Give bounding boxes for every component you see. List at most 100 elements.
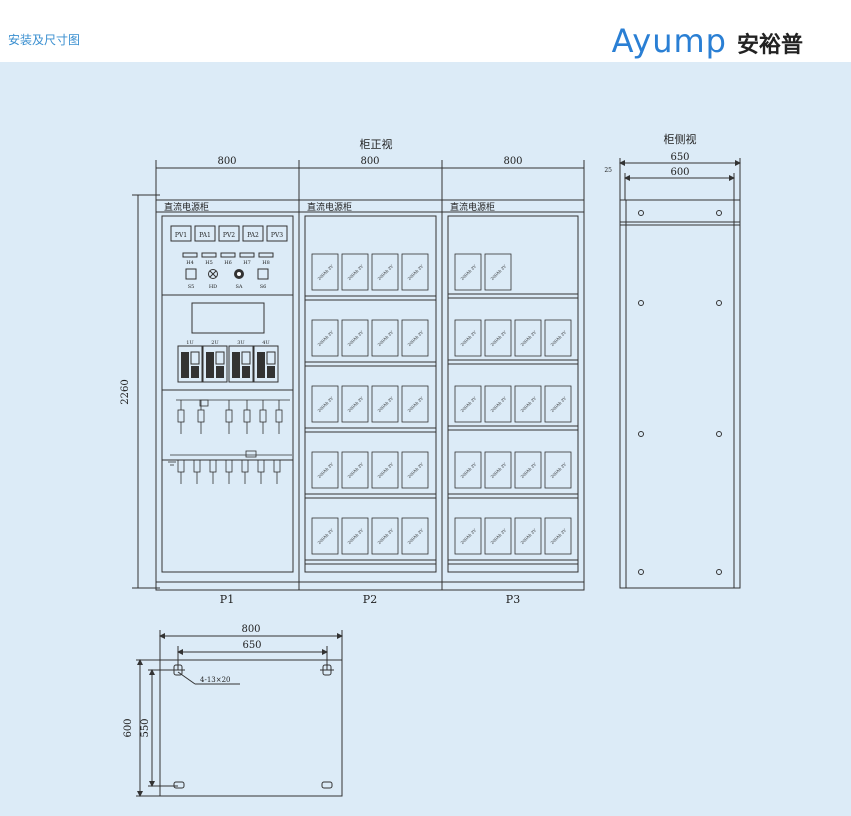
mount-hole-icon — [716, 300, 722, 306]
battery-cell — [484, 385, 512, 423]
indicator-bar — [201, 252, 217, 258]
cabinet-label-p3: 直流电源柜 — [450, 201, 495, 213]
width-dim-p1: 800 — [217, 156, 236, 167]
cabinet-label-p2: 直流电源柜 — [307, 201, 352, 213]
battery-label: 200Ah 2V — [347, 462, 365, 480]
battery-label: 200Ah 2V — [347, 330, 365, 348]
battery-label: 200Ah 2V — [347, 528, 365, 546]
battery-label: 200Ah 2V — [407, 330, 425, 348]
front-view-title: 柜正视 — [360, 137, 393, 151]
battery-cell — [371, 319, 399, 357]
battery-label: 200Ah 2V — [407, 396, 425, 414]
battery-label: 200Ah 2V — [347, 264, 365, 282]
battery-label: 200Ah 2V — [490, 330, 508, 348]
meter-pa2 — [242, 225, 264, 242]
battery-cell — [514, 517, 542, 555]
width-dim-p2: 800 — [360, 156, 379, 167]
meter-label: PV2 — [223, 232, 235, 239]
battery-label: 200Ah 2V — [460, 462, 478, 480]
brand-logo-cjk: 安裕普 — [736, 33, 803, 58]
battery-cell — [454, 253, 482, 291]
battery-label: 200Ah 2V — [460, 396, 478, 414]
battery-cell — [484, 517, 512, 555]
lamp-cross — [209, 270, 217, 278]
battery-label: 200Ah 2V — [317, 462, 335, 480]
battery-cell — [371, 253, 399, 291]
side-outline — [619, 199, 741, 589]
charger-module-1U — [177, 345, 203, 383]
battery-label: 200Ah 2V — [520, 528, 538, 546]
battery-label: 200Ah 2V — [520, 462, 538, 480]
breaker-row-1 — [176, 399, 290, 434]
monitor-display — [191, 302, 265, 334]
battery-cell — [341, 253, 369, 291]
mount-hole-icon — [716, 431, 722, 437]
slot-hole-icon — [321, 781, 333, 789]
hole-note: 4-13×20 — [200, 676, 231, 684]
meter-label: PA2 — [247, 232, 259, 239]
switch-label: S5 — [188, 284, 195, 290]
brand-logo: Ayump 安裕普 — [612, 22, 803, 60]
battery-label: 200Ah 2V — [377, 264, 395, 282]
p3-inner-panel — [447, 215, 579, 573]
hole-leader-line — [177, 671, 196, 685]
module-label: 2U — [211, 340, 218, 346]
front-view: 柜正视 800 800 800 2260 直流电源柜 直流电源柜 直流电源柜 — [120, 137, 585, 606]
slot-hole-icon — [171, 664, 185, 676]
battery-cell — [514, 385, 542, 423]
module-label: 4U — [262, 340, 269, 346]
battery-cell — [311, 319, 339, 357]
battery-cell — [341, 451, 369, 489]
battery-cell — [454, 451, 482, 489]
switch-label: S6 — [260, 284, 267, 290]
module-label: 3U — [237, 340, 244, 346]
meter-pv2 — [218, 225, 240, 242]
brand-logo-latin: Ayump — [611, 22, 727, 60]
battery-label: 200Ah 2V — [490, 528, 508, 546]
battery-label: 200Ah 2V — [377, 528, 395, 546]
battery-cell — [544, 319, 572, 357]
p1-inner-panel — [161, 215, 294, 573]
indicator-bar — [258, 252, 274, 258]
battery-cell — [514, 451, 542, 489]
indicator-label: H6 — [224, 260, 232, 266]
switch-label: SA — [235, 284, 242, 290]
battery-cell — [401, 319, 429, 357]
side-outer-dim: 650 — [670, 152, 689, 163]
indicator-label: H5 — [205, 260, 213, 266]
battery-cell — [371, 451, 399, 489]
section-title: 安装及尺寸图 — [8, 33, 81, 47]
battery-cell — [341, 319, 369, 357]
battery-cell — [544, 385, 572, 423]
battery-label: 200Ah 2V — [377, 330, 395, 348]
battery-label: 200Ah 2V — [407, 264, 425, 282]
switch-s5 — [185, 268, 197, 280]
charger-module-4U — [253, 345, 279, 383]
meter-pv1 — [170, 225, 192, 242]
battery-cell — [371, 385, 399, 423]
charger-module-3U — [228, 345, 254, 383]
battery-cell — [311, 517, 339, 555]
breaker-row-2 — [168, 450, 292, 484]
slot-hole-icon — [320, 664, 334, 676]
battery-cell — [484, 253, 512, 291]
module-label: 1U — [186, 340, 193, 346]
meter-pa1 — [194, 225, 216, 242]
battery-cell — [341, 385, 369, 423]
battery-label: 200Ah 2V — [407, 462, 425, 480]
battery-label: 200Ah 2V — [317, 330, 335, 348]
charger-module-2U — [202, 345, 228, 383]
battery-cell — [544, 517, 572, 555]
battery-cell — [401, 253, 429, 291]
indicator-bar — [182, 252, 198, 258]
panel-label-p2: P2 — [363, 593, 377, 606]
battery-label: 200Ah 2V — [550, 396, 568, 414]
battery-cell — [311, 451, 339, 489]
width-dim-p3: 800 — [503, 156, 522, 167]
p2-inner-panel — [304, 215, 437, 573]
battery-label: 200Ah 2V — [347, 396, 365, 414]
battery-label: 200Ah 2V — [490, 462, 508, 480]
battery-label: 200Ah 2V — [317, 264, 335, 282]
selector-sa-center — [237, 272, 241, 276]
base-view: 800 650 600 550 4-13×20 — [123, 624, 343, 797]
